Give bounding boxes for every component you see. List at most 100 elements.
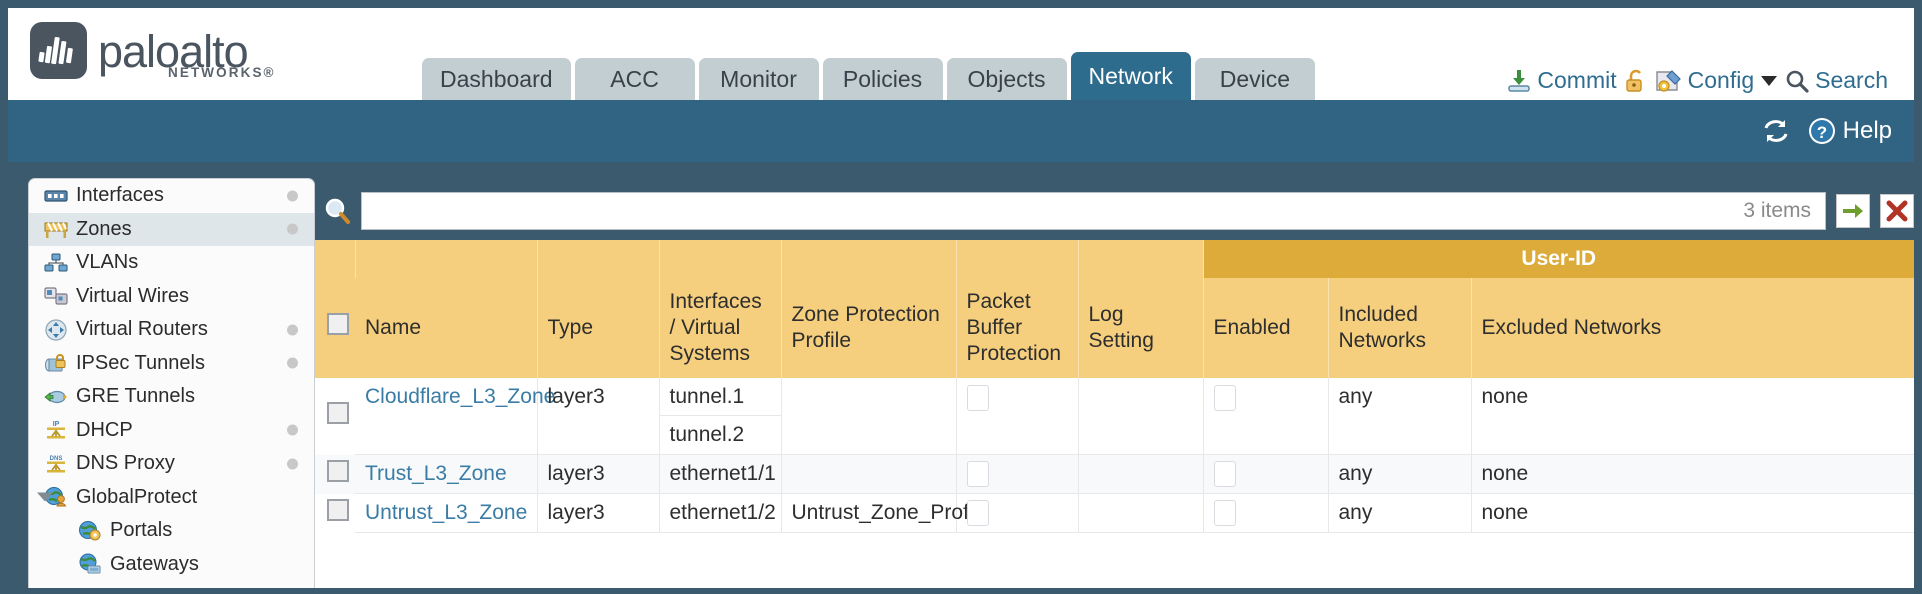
cell-included-networks: any — [1328, 493, 1472, 533]
sidebar-item-gre-tunnels[interactable]: GRE Tunnels — [29, 380, 314, 414]
nav-tab-network[interactable]: Network — [1070, 52, 1191, 100]
row-select-cell[interactable] — [315, 494, 355, 533]
column-header-excluded-networks[interactable]: Excluded Networks — [1471, 278, 1914, 378]
row-checkbox[interactable] — [327, 499, 349, 521]
cell-packet-buffer-protection — [956, 493, 1079, 533]
userid-enabled-checkbox[interactable] — [1213, 500, 1236, 526]
cell-userid-enabled — [1203, 493, 1329, 533]
help-button[interactable]: ? Help — [1807, 116, 1892, 146]
column-header-included-networks[interactable]: Included Networks — [1328, 278, 1472, 378]
nav-tab-monitor[interactable]: Monitor — [698, 58, 819, 100]
sidebar-item-zones[interactable]: Zones — [29, 212, 314, 246]
gre-tunnels-icon — [43, 386, 69, 408]
column-header-enabled[interactable]: Enabled — [1203, 278, 1329, 378]
sidebar-item-virtual-wires[interactable]: Virtual Wires — [29, 280, 314, 314]
sidebar-item-virtual-routers[interactable]: Virtual Routers — [29, 313, 314, 347]
refresh-button[interactable] — [1761, 117, 1791, 145]
nav-tab-device[interactable]: Device — [1194, 58, 1315, 100]
cell-packet-buffer-protection — [956, 378, 1079, 455]
config-icon — [1655, 68, 1683, 94]
sidebar-item-gateways[interactable]: Gateways — [29, 548, 314, 582]
sidebar-item-label: GRE Tunnels — [76, 385, 195, 408]
apply-filter-button[interactable] — [1836, 194, 1870, 228]
cell-name[interactable]: Trust_L3_Zone — [355, 454, 538, 494]
sidebar-item-label: GlobalProtect — [76, 485, 198, 508]
search-button[interactable]: Search — [1784, 67, 1888, 94]
row-checkbox[interactable] — [327, 460, 349, 482]
sidebar-item-status-dot — [287, 324, 298, 336]
interfaces-icon — [43, 185, 69, 207]
packet-buffer-protection-checkbox[interactable] — [966, 500, 989, 526]
brand-subtitle: NETWORKS® — [168, 65, 276, 80]
lock-button[interactable] — [1624, 68, 1648, 94]
column-header-name[interactable]: Name — [355, 278, 538, 378]
brand-name: paloalto — [98, 26, 249, 77]
help-icon: ? — [1807, 116, 1837, 146]
column-header-packet-buffer-protection[interactable]: Packet Buffer Protection — [956, 278, 1079, 378]
sidebar-item-label: Gateways — [110, 552, 199, 575]
cell-interfaces: ethernet1/2 — [659, 493, 782, 533]
nav-tab-policies[interactable]: Policies — [822, 58, 943, 100]
search-filter-icon[interactable] — [321, 194, 355, 228]
row-select-cell[interactable] — [315, 454, 355, 494]
sidebar-item-label: Virtual Routers — [76, 318, 208, 341]
unlock-icon — [1624, 68, 1648, 94]
select-all-checkbox[interactable] — [327, 313, 349, 336]
cell-name[interactable]: Untrust_L3_Zone — [355, 493, 538, 533]
commit-button[interactable]: Commit — [1506, 67, 1617, 94]
group-header-spacer — [537, 240, 660, 278]
sidebar-item-ipsec-tunnels[interactable]: IPSec Tunnels — [29, 347, 314, 381]
svg-text:DNS: DNS — [50, 456, 63, 462]
cell-userid-enabled — [1203, 378, 1329, 455]
column-header-type[interactable]: Type — [537, 278, 660, 378]
row-select-cell[interactable] — [315, 378, 355, 455]
search-label: Search — [1815, 67, 1888, 93]
packet-buffer-protection-checkbox[interactable] — [966, 461, 989, 487]
userid-enabled-checkbox[interactable] — [1213, 385, 1236, 411]
zone-name-link[interactable]: Cloudflare_L3_Zone — [365, 385, 556, 408]
sidebar-item-label: Virtual Wires — [76, 284, 189, 307]
expand-collapse-triangle-icon[interactable] — [37, 492, 53, 502]
search-field-wrap[interactable]: 3 items — [361, 192, 1826, 230]
column-header-zone-protection-profile[interactable]: Zone Protection Profile — [781, 278, 957, 378]
group-header-spacer — [659, 240, 782, 278]
zone-name-link[interactable]: Trust_L3_Zone — [365, 462, 507, 485]
sidebar-item-interfaces[interactable]: Interfaces — [29, 179, 314, 213]
interface-value: ethernet1/1 — [669, 462, 776, 485]
ipsec-tunnels-icon — [43, 352, 69, 374]
vlans-icon — [43, 252, 69, 274]
select-all-header — [315, 278, 355, 378]
help-label: Help — [1842, 117, 1892, 144]
config-menu[interactable]: Config — [1655, 67, 1778, 94]
row-checkbox[interactable] — [327, 402, 349, 425]
nav-tab-dashboard[interactable]: Dashboard — [422, 58, 571, 100]
sidebar-item-portals[interactable]: Portals — [29, 514, 314, 548]
sidebar-item-label: Portals — [110, 519, 173, 542]
sidebar-item-label: Zones — [76, 217, 132, 240]
cell-interfaces: ethernet1/1 — [659, 454, 782, 494]
packet-buffer-protection-checkbox[interactable] — [966, 385, 989, 411]
userid-enabled-checkbox[interactable] — [1213, 461, 1236, 487]
sidebar-item-globalprotect[interactable]: GlobalProtect — [29, 481, 314, 515]
cell-name[interactable]: Cloudflare_L3_Zone — [355, 378, 555, 455]
sidebar-item-label: DNS Proxy — [76, 452, 175, 475]
nav-tab-acc[interactable]: ACC — [574, 58, 695, 100]
chevron-down-icon — [1761, 75, 1778, 86]
column-header-interfaces-virtual-systems[interactable]: Interfaces / Virtual Systems — [659, 278, 782, 378]
zone-name-link[interactable]: Untrust_L3_Zone — [365, 501, 528, 524]
sidebar-item-dns-proxy[interactable]: DNS DNS Proxy — [29, 447, 314, 481]
column-header-log-setting[interactable]: Log Setting — [1078, 278, 1204, 378]
commit-label: Commit — [1537, 67, 1617, 93]
sub-toolbar: ? Help — [8, 100, 1914, 162]
sidebar-item-vlans[interactable]: VLANs — [29, 246, 314, 280]
clear-filter-button[interactable] — [1880, 194, 1914, 228]
nav-tab-objects[interactable]: Objects — [946, 58, 1067, 100]
search-input[interactable] — [372, 199, 1744, 223]
